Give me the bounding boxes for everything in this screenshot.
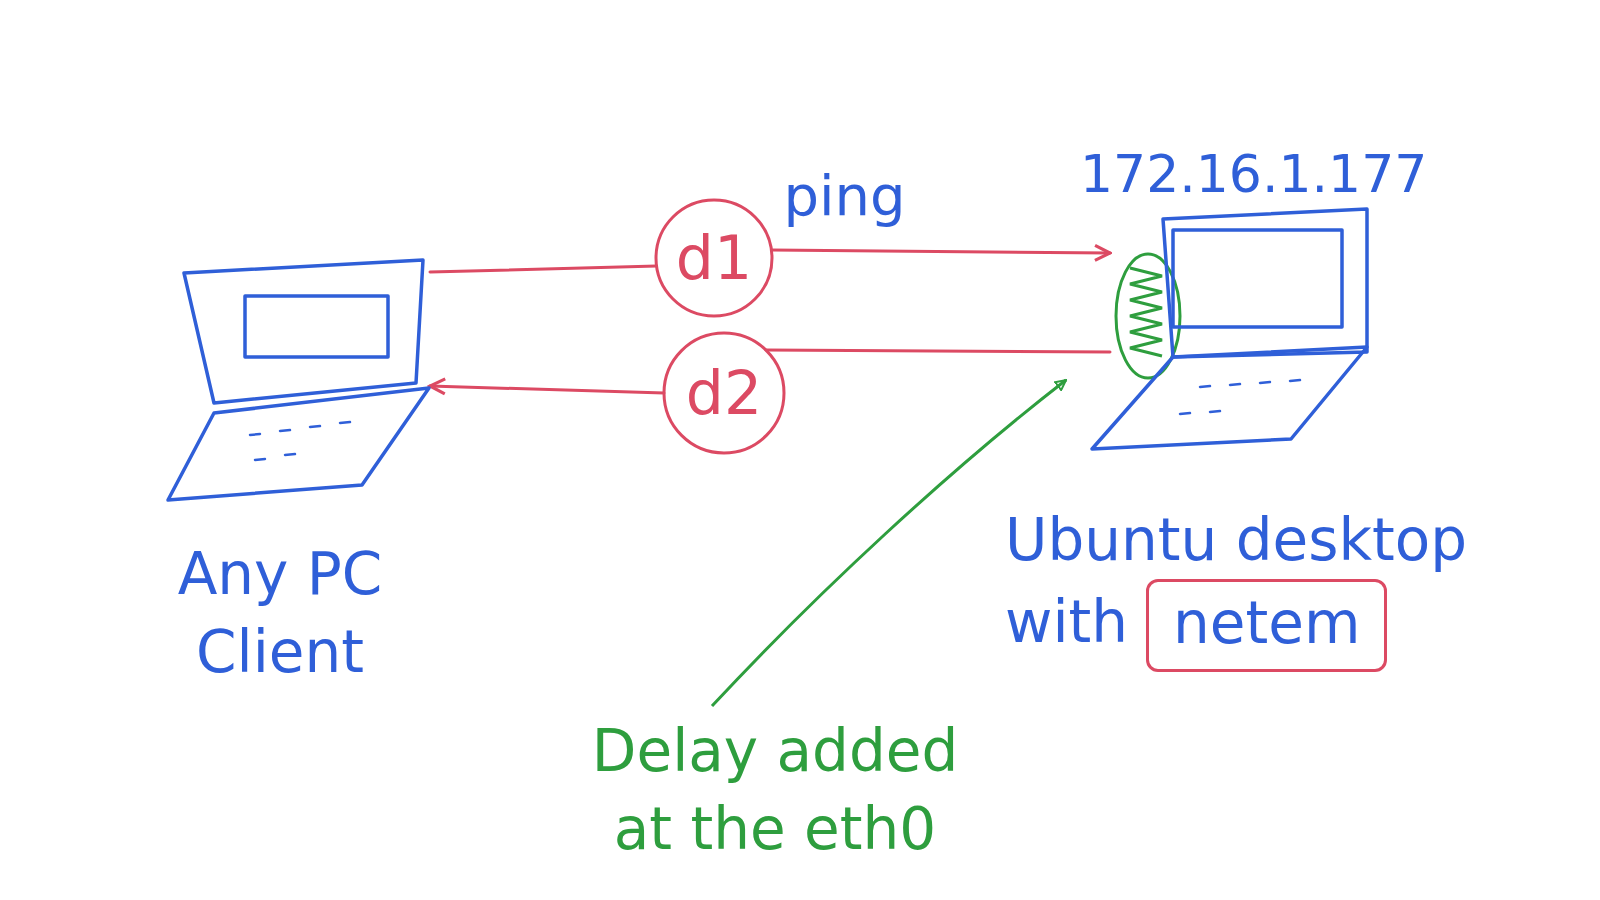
connector-line bbox=[430, 266, 657, 272]
node-caption: Any PC Client bbox=[125, 535, 435, 692]
tool-name: netem bbox=[1173, 589, 1360, 657]
keyboard-key bbox=[1290, 380, 1300, 381]
connector-line bbox=[430, 386, 664, 393]
keyboard-key bbox=[280, 430, 290, 431]
delay-circle: d2 bbox=[662, 331, 786, 455]
note-label: Delay added at the eth0 bbox=[560, 712, 990, 869]
keyboard-key bbox=[255, 459, 265, 460]
laptop-outline bbox=[1110, 209, 1370, 449]
laptop-base bbox=[1092, 347, 1367, 449]
circle-stroke bbox=[664, 333, 784, 453]
keyboard-key bbox=[285, 454, 295, 455]
delay-circle: d1 bbox=[654, 198, 774, 318]
laptop-inner bbox=[245, 296, 388, 357]
keyboard-key bbox=[1260, 382, 1270, 383]
delay-label: d2 bbox=[686, 363, 762, 423]
laptop-node: 172.16.1.177Ubuntu desktop withnetem bbox=[1110, 209, 1370, 449]
laptop-outline bbox=[165, 255, 430, 490]
keyboard-key bbox=[1230, 384, 1240, 385]
edge-label: ping bbox=[779, 162, 909, 229]
delay-label: d1 bbox=[676, 228, 752, 288]
connector-line bbox=[766, 350, 1110, 352]
keyboard-key bbox=[310, 426, 320, 427]
keyboard-key bbox=[1180, 413, 1190, 414]
tool-box: netem bbox=[1146, 579, 1387, 671]
connector-line bbox=[771, 250, 1110, 253]
keyboard-key bbox=[340, 422, 350, 423]
keyboard-key bbox=[250, 434, 260, 435]
keyboard-key bbox=[1200, 386, 1210, 387]
laptop-screen bbox=[1163, 209, 1367, 357]
laptop-inner bbox=[1173, 230, 1342, 327]
keyboard-key bbox=[1210, 411, 1220, 412]
circle-stroke bbox=[656, 200, 772, 316]
delay-coil bbox=[1130, 268, 1162, 356]
ip-address: 172.16.1.177 bbox=[1080, 139, 1427, 209]
laptop-screen bbox=[184, 260, 423, 403]
caption-group: Ubuntu desktop withnetem bbox=[1005, 501, 1545, 672]
laptop-node: Any PC Client bbox=[165, 255, 430, 490]
laptop-base bbox=[168, 388, 429, 500]
